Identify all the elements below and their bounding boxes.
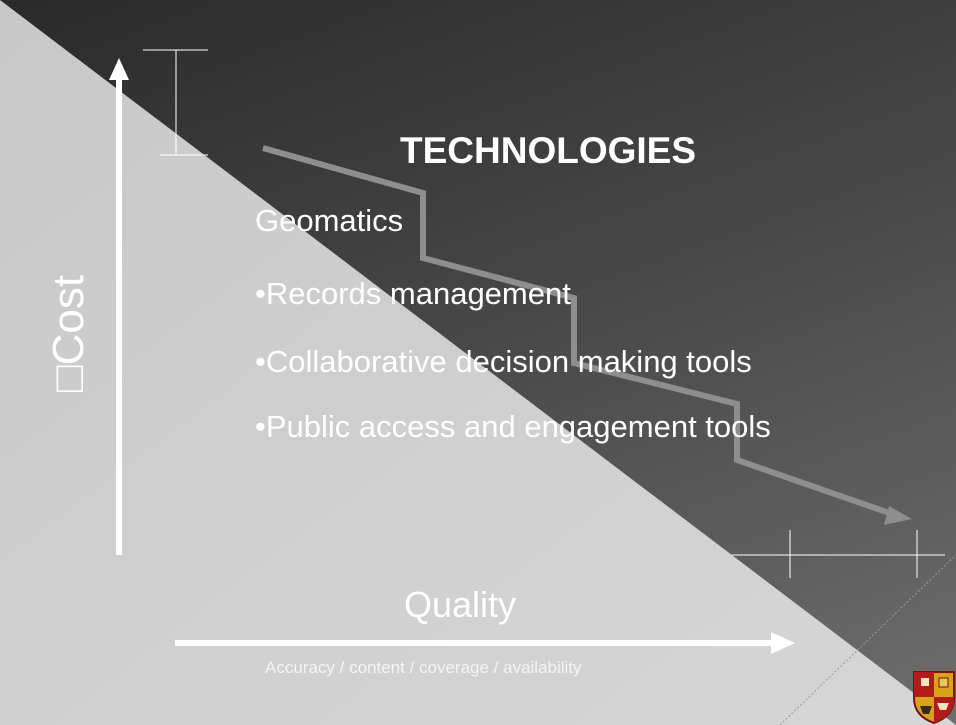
slide-title: TECHNOLOGIES: [400, 130, 697, 171]
bullet-geomatics: Geomatics: [255, 203, 404, 238]
quality-axis-sublabel: Accuracy / content / coverage / availabi…: [265, 658, 582, 677]
stepped-trend-line: [262, 145, 896, 518]
cost-axis-arrowhead: [109, 58, 129, 80]
cost-axis-label: □Cost: [44, 274, 93, 392]
quality-axis-label: Quality: [404, 584, 517, 625]
stepped-trend-arrowhead: [884, 506, 912, 525]
university-crest-icon: [913, 671, 955, 725]
diagonal-trace: [779, 554, 956, 725]
bullet-records-management: •Records management: [255, 276, 571, 311]
quality-axis-arrowhead: [771, 632, 795, 654]
bullet-public-access-tools: •Public access and engagement tools: [255, 409, 771, 444]
quality-range-marker: [732, 530, 945, 578]
bullet-collaborative-tools: •Collaborative decision making tools: [255, 344, 752, 379]
cost-range-marker: [143, 49, 208, 156]
